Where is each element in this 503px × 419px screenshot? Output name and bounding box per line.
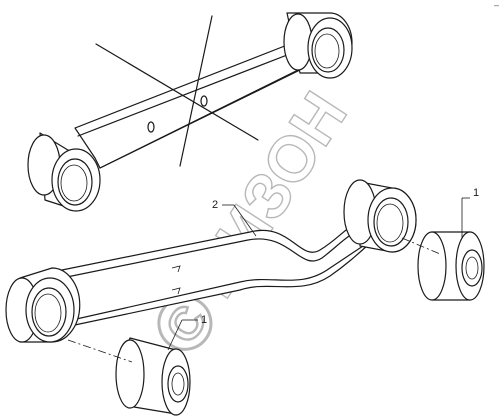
callout-2: 2 bbox=[212, 199, 257, 237]
bushing-eye-right bbox=[283, 12, 353, 79]
bushing-eye-left bbox=[27, 132, 101, 212]
rubber-bushing-bottom bbox=[115, 337, 191, 416]
callout-1-bottom: 1 bbox=[167, 314, 207, 351]
cross-out-line bbox=[95, 43, 259, 141]
callout-label: 1 bbox=[201, 314, 207, 326]
leader-line bbox=[233, 204, 257, 237]
watermark-circle bbox=[157, 295, 213, 351]
callout-1-right: 1 bbox=[461, 187, 479, 238]
cross-out-line bbox=[179, 15, 213, 167]
old-straight-link-arm bbox=[27, 12, 353, 212]
curved-arm-eye-right bbox=[343, 179, 417, 253]
curved-arm-eye-left bbox=[5, 267, 81, 343]
axis-line bbox=[401, 237, 441, 255]
callout-label: 2 bbox=[212, 199, 218, 211]
arm-slot bbox=[171, 265, 181, 273]
arm-hole bbox=[147, 121, 155, 133]
arm-slot bbox=[171, 287, 181, 295]
axis-line bbox=[67, 339, 133, 363]
callout-label: 1 bbox=[473, 187, 479, 199]
curved-link-arm bbox=[5, 179, 417, 343]
leader-line bbox=[167, 319, 183, 351]
rubber-bushing-right bbox=[417, 231, 485, 301]
arm-hole bbox=[200, 95, 208, 107]
corner-mark: – bbox=[493, 0, 499, 10]
